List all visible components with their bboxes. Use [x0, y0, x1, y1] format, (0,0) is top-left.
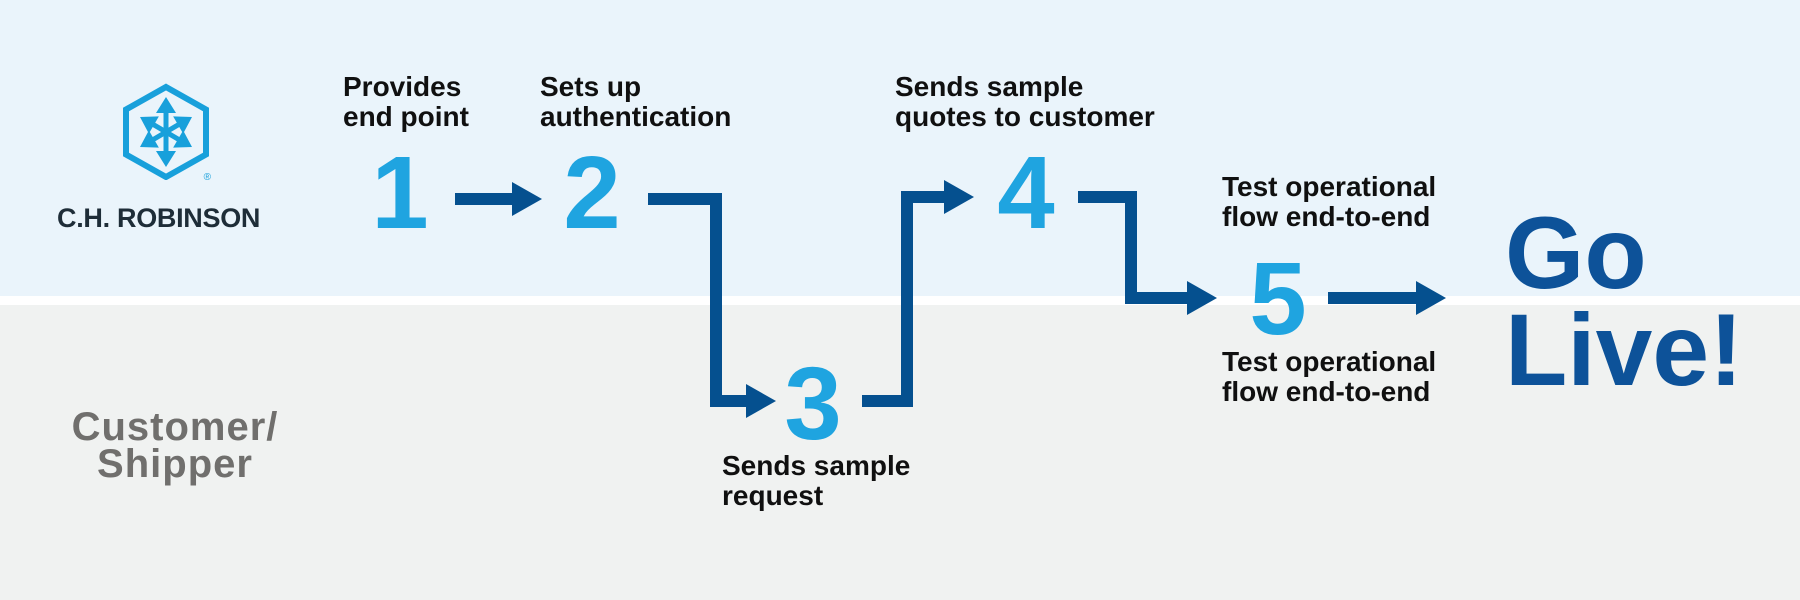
step-5-label-bottom: Test operational flow end-to-end — [1222, 346, 1437, 407]
go-live-text: Go Live! — [1505, 196, 1744, 407]
step-5-label-top: Test operational flow end-to-end — [1222, 171, 1437, 232]
step-1-label: Provides end point — [343, 71, 469, 132]
arrowhead-icon — [944, 180, 974, 214]
step-5-number: 5 — [1249, 241, 1307, 356]
step-2-number: 2 — [563, 135, 621, 250]
step-4-label: Sends sample quotes to customer — [895, 71, 1155, 132]
chrobinson-wordmark: C.H. ROBINSON — [57, 203, 261, 233]
arrowhead-icon — [512, 182, 542, 216]
step-3-label: Sends sample request — [722, 450, 911, 511]
step-4-number: 4 — [997, 135, 1055, 250]
arrowhead-icon — [1416, 281, 1446, 315]
connector-1-2 — [455, 182, 542, 216]
connector-3-4 — [862, 180, 974, 407]
step-2-label: Sets up authentication — [540, 71, 732, 132]
registered-mark: ® — [204, 172, 212, 180]
connector-5-golive — [1328, 281, 1446, 315]
lane-chrobinson — [0, 0, 1800, 296]
lane-customer-shipper — [0, 305, 1800, 600]
arrowhead-icon — [1187, 281, 1217, 315]
step-3-number: 3 — [784, 346, 842, 461]
lane-divider — [0, 296, 1800, 305]
step-1-number: 1 — [371, 135, 429, 250]
hexagon-arrows-icon: ® — [123, 83, 212, 180]
lane-label-customer-shipper: Customer/ Shipper — [71, 405, 279, 486]
connector-4-5 — [1078, 191, 1217, 315]
arrowhead-icon — [746, 384, 776, 418]
connector-2-3 — [648, 193, 776, 418]
